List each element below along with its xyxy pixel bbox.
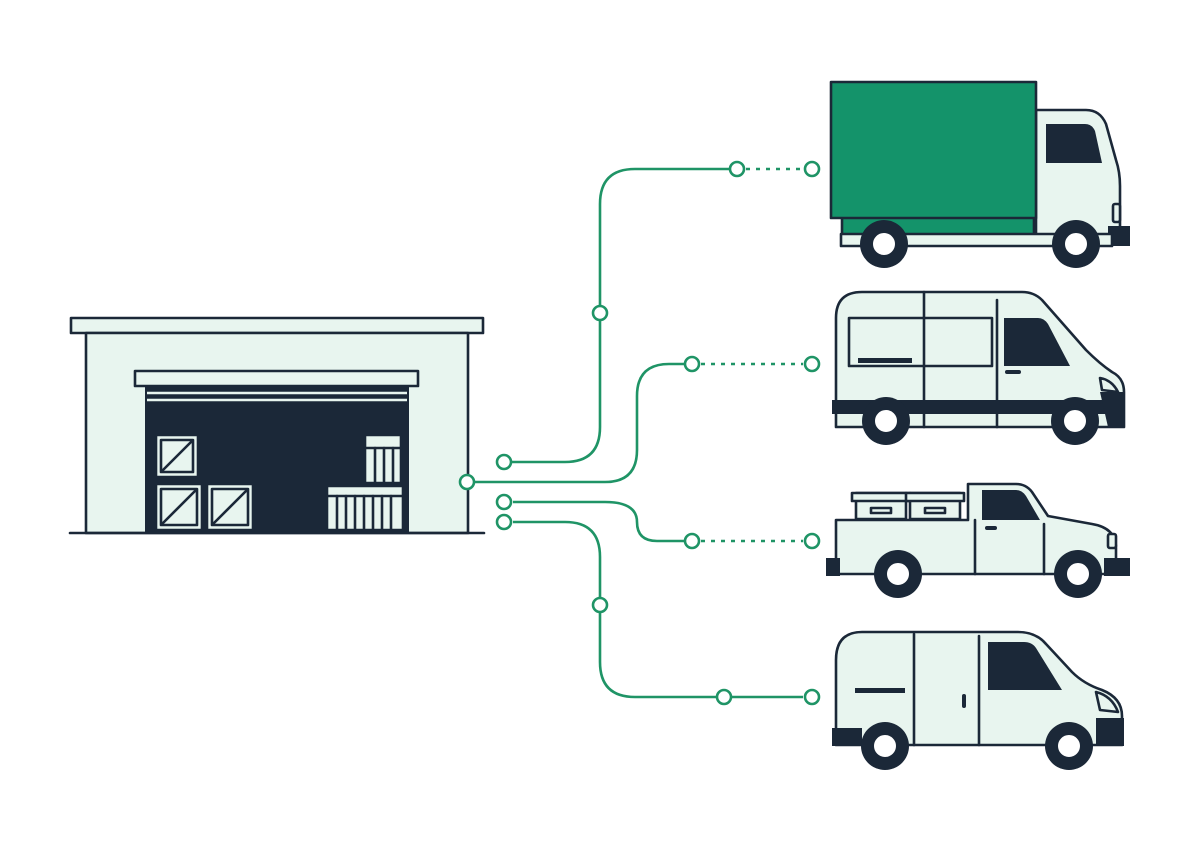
route-lines bbox=[475, 167, 803, 699]
warehouse-icon bbox=[68, 316, 486, 535]
crate-stack-left bbox=[154, 433, 255, 532]
box-truck-icon bbox=[829, 80, 1130, 269]
pickup-truck-icon bbox=[826, 482, 1130, 599]
route-to-cargo-van bbox=[513, 520, 803, 699]
crate-stack-right bbox=[325, 433, 405, 532]
route-to-high-roof-van bbox=[475, 362, 692, 484]
route-to-box-truck bbox=[504, 167, 737, 464]
route-to-pickup-truck bbox=[513, 500, 692, 543]
cargo-boxes bbox=[850, 491, 966, 521]
cargo-van-icon bbox=[832, 630, 1124, 771]
route-nodes bbox=[458, 160, 821, 706]
high-roof-van-icon bbox=[832, 290, 1126, 446]
